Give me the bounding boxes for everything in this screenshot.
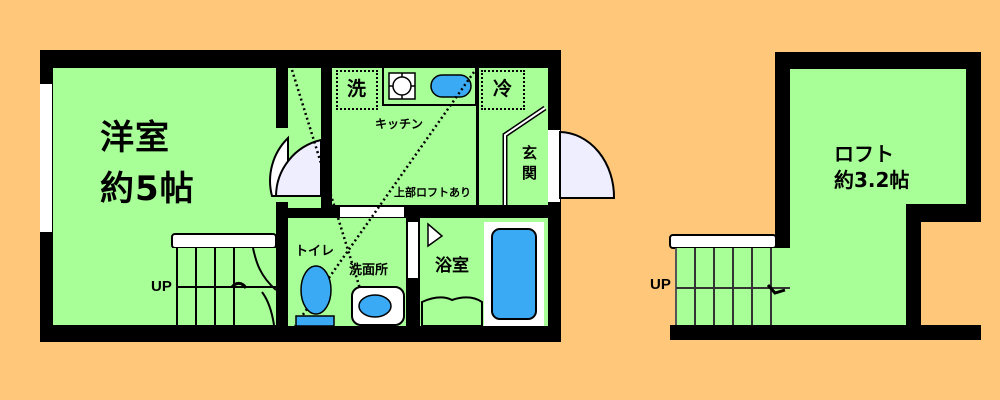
kitchen-entrance-divider bbox=[476, 68, 478, 205]
western-room-name: 洋室 bbox=[100, 118, 170, 158]
fridge-label: 冷 bbox=[493, 78, 513, 100]
loft-size: 約3.2帖 bbox=[834, 168, 910, 192]
washer-label: 洗 bbox=[347, 78, 367, 100]
toilet-icon bbox=[300, 265, 332, 315]
washer-space bbox=[336, 70, 378, 110]
entrance-door-frame bbox=[548, 130, 560, 202]
kitchen-sink-icon bbox=[430, 74, 472, 98]
loft-stairs-up-label: UP bbox=[650, 276, 671, 293]
toilet-label: トイレ bbox=[295, 244, 335, 259]
kitchen-label: キッチン bbox=[375, 117, 424, 131]
entrance-door-swing-icon bbox=[559, 130, 616, 199]
main-stairs-icon bbox=[171, 233, 277, 326]
bathroom-label: 浴室 bbox=[435, 256, 469, 276]
window bbox=[40, 84, 52, 232]
kitchen-counter bbox=[382, 66, 477, 106]
entrance-label-1: 玄 bbox=[522, 144, 538, 162]
loft-name: ロフト bbox=[834, 142, 894, 166]
western-room-size: 約5帖 bbox=[100, 169, 195, 209]
loft-above-note: 上部ロフトあり bbox=[394, 186, 471, 199]
loft-stairs-icon bbox=[669, 234, 790, 325]
loft-room-upper bbox=[790, 69, 966, 204]
entrance-label-2: 関 bbox=[522, 164, 538, 182]
entrance bbox=[479, 68, 548, 205]
bathtub-icon bbox=[491, 228, 537, 320]
washroom-label: 洗面所 bbox=[349, 263, 389, 278]
fridge-space bbox=[481, 70, 525, 110]
loft-room-lower bbox=[790, 200, 906, 325]
main-stairs-up-label: UP bbox=[151, 278, 172, 295]
bathroom-door bbox=[408, 222, 418, 278]
loft-bottom-wall bbox=[670, 325, 981, 340]
wash-basin-icon bbox=[358, 294, 392, 318]
washroom-door bbox=[340, 207, 404, 217]
